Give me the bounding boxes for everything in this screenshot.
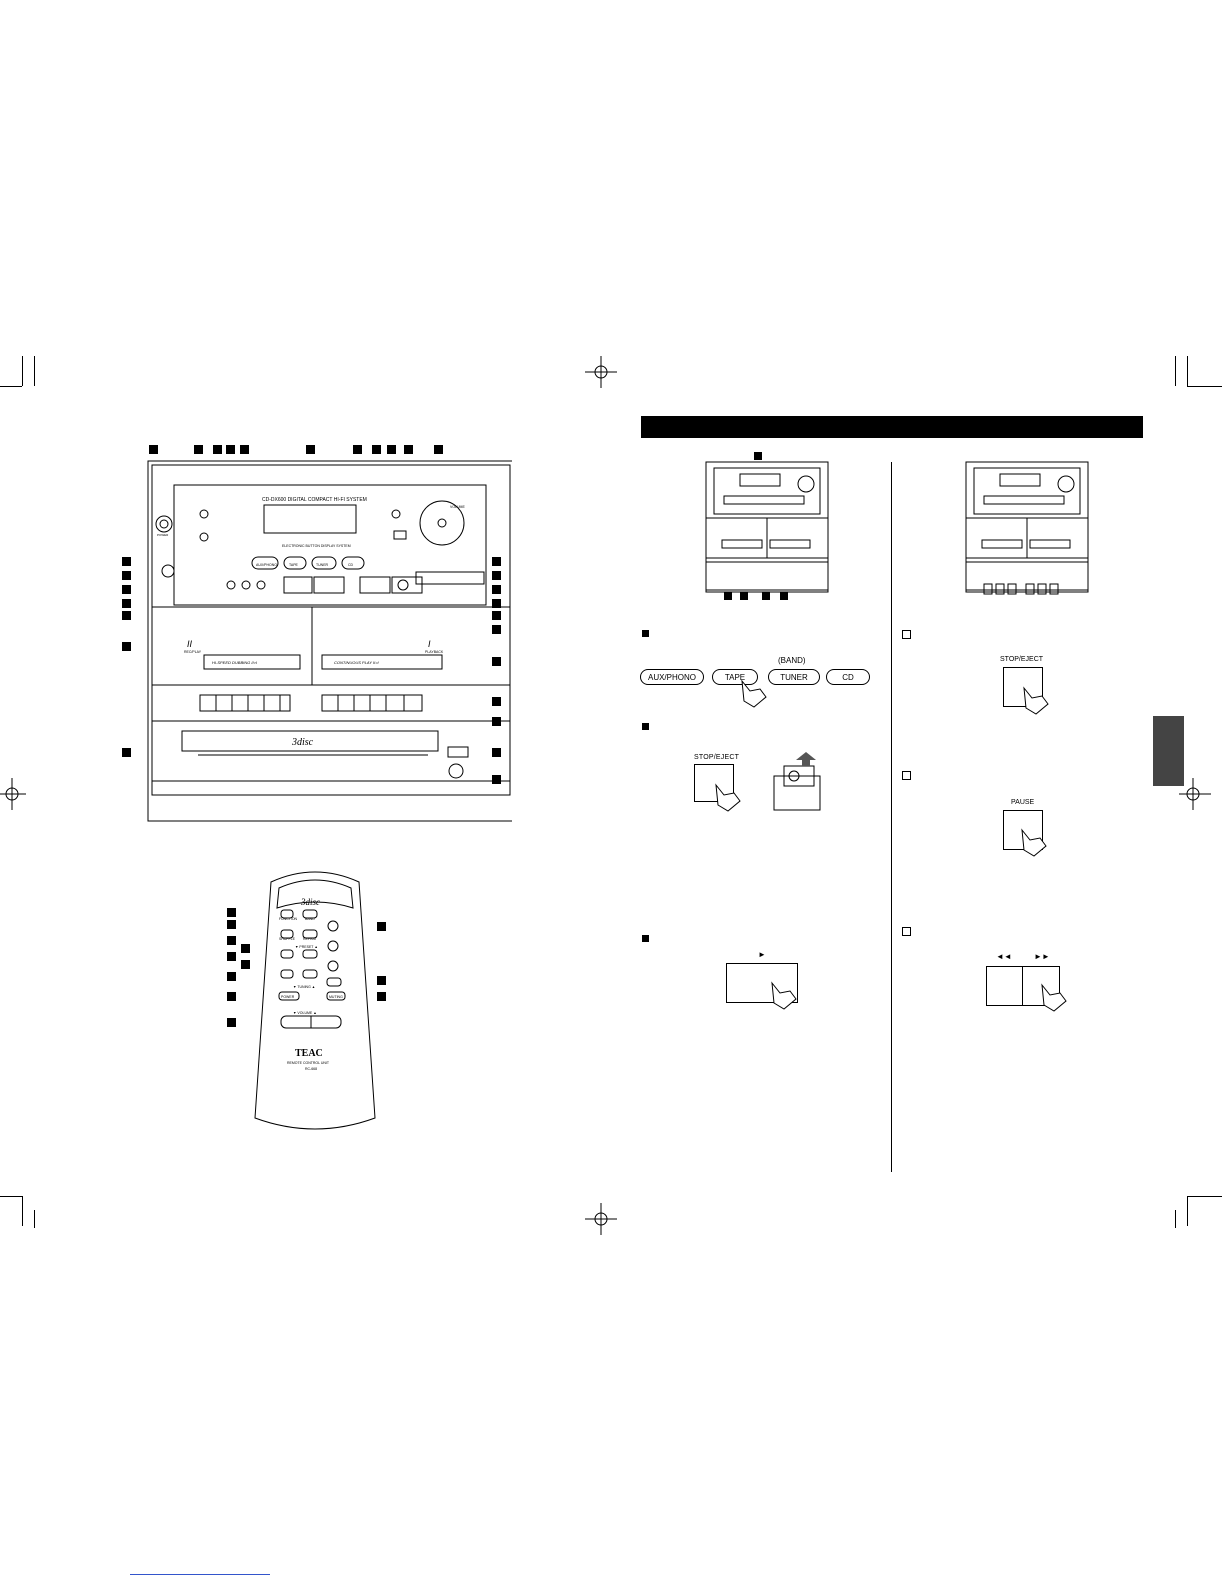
step-bullet	[902, 927, 911, 936]
svg-text:FUNCTION: FUNCTION	[279, 917, 298, 921]
front-panel-illustration: CD-DX600 DIGITAL COMPACT HI-FI SYSTEM EL…	[112, 445, 515, 835]
cd-button[interactable]: CD	[826, 669, 870, 685]
play-key[interactable]	[726, 963, 798, 1003]
svg-text:VOLUME: VOLUME	[450, 505, 465, 509]
svg-text:I: I	[428, 639, 431, 649]
svg-text:BAND: BAND	[305, 917, 315, 921]
aux-phono-button[interactable]: AUX/PHONO	[640, 669, 704, 685]
svg-text:CD: CD	[348, 563, 354, 567]
stereo-unit-drawing: CD-DX600 DIGITAL COMPACT HI-FI SYSTEM EL…	[147, 460, 515, 822]
svg-text:TUNER: TUNER	[316, 563, 329, 567]
svg-text:POWER: POWER	[157, 533, 169, 537]
cassette-insert-icon	[773, 752, 821, 811]
svg-text:PLAYBACK: PLAYBACK	[425, 650, 444, 654]
remote-drawing: 3disc FUNCTION BAND SHUFFLE REPEAT ▼ PRE…	[254, 871, 376, 1130]
svg-text:RC-668: RC-668	[305, 1067, 317, 1071]
step-bullet	[902, 630, 911, 639]
section-header-bar	[641, 416, 1143, 438]
svg-text:MUTING: MUTING	[329, 995, 343, 999]
svg-text:TEAC: TEAC	[295, 1048, 323, 1059]
svg-text:▼ TUNING ▲: ▼ TUNING ▲	[293, 985, 315, 989]
unit-thumb-right	[965, 461, 1089, 595]
svg-text:3disc: 3disc	[300, 897, 320, 907]
band-label: (BAND)	[778, 656, 806, 665]
svg-text:HI-SPEED DUBBING II>I: HI-SPEED DUBBING II>I	[212, 660, 258, 665]
pause-label: PAUSE	[1011, 799, 1035, 806]
play-symbol: ►	[758, 950, 766, 959]
svg-text:CONTINUOUS PLAY II>I: CONTINUOUS PLAY II>I	[334, 660, 380, 665]
svg-text:AUX/PHONO: AUX/PHONO	[256, 563, 277, 567]
step-bullet	[902, 771, 911, 780]
svg-text:▼ VOLUME ▲: ▼ VOLUME ▲	[293, 1011, 317, 1015]
stop-eject-label: STOP/EJECT	[694, 754, 740, 761]
tape-button[interactable]: TAPE	[712, 669, 758, 685]
column-divider	[891, 462, 892, 1172]
svg-text:▼ PRESET ▲: ▼ PRESET ▲	[295, 945, 318, 949]
unit-thumb-left	[705, 452, 829, 600]
svg-text:TAPE: TAPE	[289, 563, 299, 567]
svg-text:SHUFFLE: SHUFFLE	[279, 937, 296, 941]
svg-text:REPEAT: REPEAT	[303, 937, 318, 941]
fast-forward-symbol: ►►	[1034, 952, 1050, 961]
svg-text:II: II	[187, 639, 193, 649]
tuner-button[interactable]: TUNER	[768, 669, 820, 685]
bottom-link-line	[130, 1574, 270, 1575]
svg-text:REC/PLAY: REC/PLAY	[184, 650, 202, 654]
stop-eject-label-2: STOP/EJECT	[1000, 656, 1044, 663]
svg-text:3disc: 3disc	[291, 737, 314, 748]
model-text: CD-DX600 DIGITAL COMPACT HI-FI SYSTEM	[262, 497, 367, 503]
svg-text:REMOTE CONTROL UNIT: REMOTE CONTROL UNIT	[287, 1061, 330, 1065]
rewind-key[interactable]	[986, 966, 1024, 1006]
step-bullet	[642, 935, 649, 942]
step-bullet	[642, 723, 649, 730]
svg-text:POWER: POWER	[281, 995, 295, 999]
section-side-tab	[1153, 716, 1184, 786]
rewind-symbol: ◄◄	[996, 952, 1012, 961]
svg-text:ELECTRONIC BUTTON DISPLAY SYST: ELECTRONIC BUTTON DISPLAY SYSTEM	[282, 544, 351, 548]
step-bullet	[642, 630, 649, 637]
remote-illustration: 3disc FUNCTION BAND SHUFFLE REPEAT ▼ PRE…	[225, 868, 405, 1148]
